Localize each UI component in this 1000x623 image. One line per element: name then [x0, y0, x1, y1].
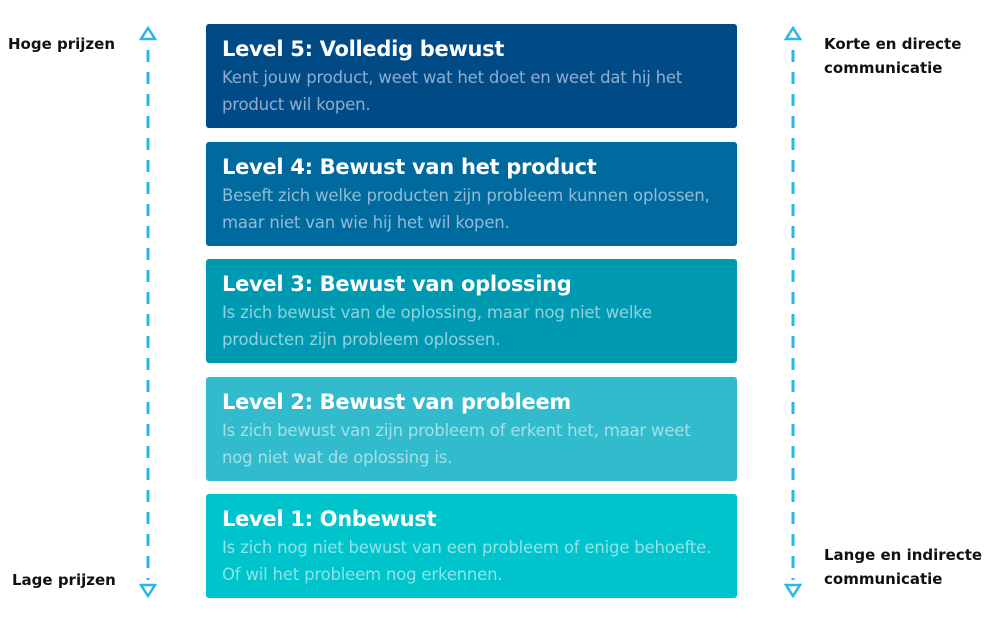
- level-description: Is zich nog niet bewust van een probleem…: [222, 538, 712, 584]
- level-description: Is zich bewust van zijn probleem of erke…: [222, 421, 691, 467]
- left-bottom-label: Lage prijzen: [12, 571, 116, 589]
- level-5-box: Level 5: Volledig bewust Kent jouw produ…: [206, 24, 737, 128]
- level-title: Level 5: Volledig bewust: [222, 37, 505, 61]
- level-2-box: Level 2: Bewust van probleem Is zich bew…: [206, 377, 737, 481]
- level-description: Kent jouw product, weet wat het doet en …: [222, 68, 683, 114]
- level-4-box: Level 4: Bewust van het product Beseft z…: [206, 142, 737, 246]
- level-title: Level 1: Onbewust: [222, 507, 437, 531]
- level-title: Level 2: Bewust van probleem: [222, 390, 571, 414]
- level-description: Beseft zich welke producten zijn problee…: [222, 186, 710, 232]
- level-title: Level 3: Bewust van oplossing: [222, 272, 572, 296]
- left-top-label: Hoge prijzen: [8, 35, 115, 53]
- left-double-arrow-icon: [138, 25, 158, 599]
- level-3-box: Level 3: Bewust van oplossing Is zich be…: [206, 259, 737, 363]
- level-title: Level 4: Bewust van het product: [222, 155, 597, 179]
- right-top-label: Korte en directe communicatie: [824, 35, 962, 77]
- right-bottom-label: Lange en indirecte communicatie: [824, 546, 983, 588]
- level-1-box: Level 1: Onbewust Is zich nog niet bewus…: [206, 494, 737, 598]
- level-description: Is zich bewust van de oplossing, maar no…: [222, 303, 652, 349]
- right-double-arrow-icon: [783, 25, 803, 599]
